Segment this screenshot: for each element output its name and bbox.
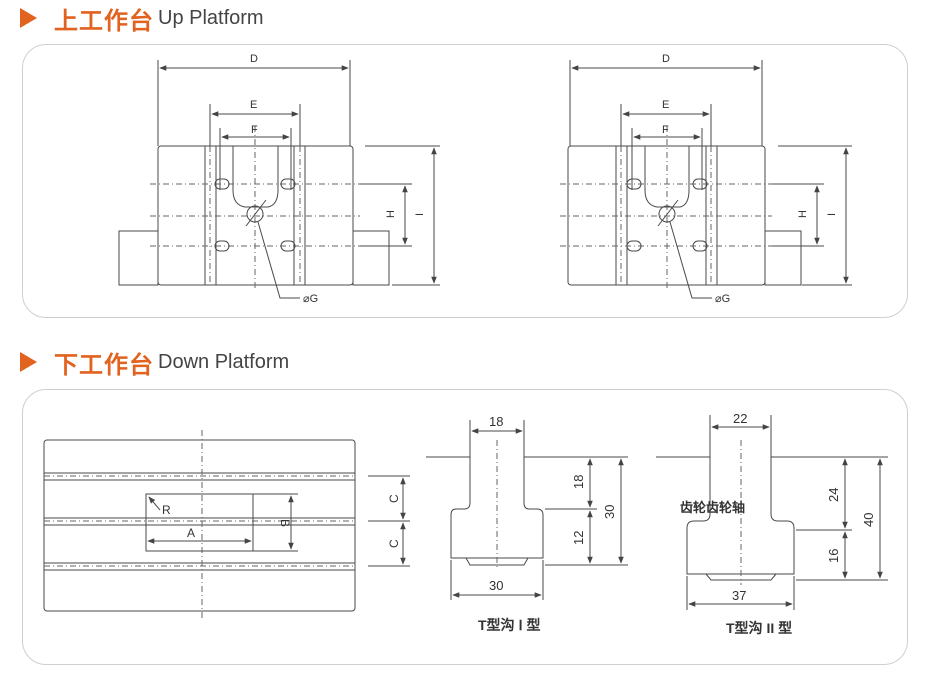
center-window: [145, 493, 254, 552]
dim-label-G: ⌀G: [715, 293, 730, 305]
slot-caption-1: T型沟 Ⅰ 型: [478, 617, 540, 633]
triangle-right-icon: [20, 352, 37, 372]
triangle-right-icon: [20, 8, 37, 28]
dim-bottom-width: 37: [732, 588, 746, 603]
dim-label-E: E: [662, 99, 669, 111]
dim-lower-depth: 16: [826, 549, 841, 563]
slot-caption-2: T型沟 II 型: [726, 620, 792, 636]
dim-label-B: B: [278, 519, 292, 527]
down-platform-diagram: [43, 430, 410, 620]
dim-label-F: F: [662, 124, 669, 136]
dim-label-D: D: [662, 53, 670, 65]
up-platform-panel: [22, 44, 908, 318]
section-title-zh: 下工作台: [54, 350, 154, 379]
slot-note: 齿轮齿轮轴: [680, 500, 745, 515]
down-platform-panel: [22, 389, 908, 665]
dim-label-C: C: [387, 539, 401, 548]
dim-label-F: F: [251, 124, 258, 136]
side-block-left: [118, 230, 159, 286]
section-title-down: 下工作台 Down Platform: [20, 345, 289, 379]
t-slot-type-2-diagram: [656, 415, 888, 610]
section-title-up: 上工作台 Up Platform: [20, 1, 264, 35]
dim-label-E: E: [250, 99, 257, 111]
dim-label-R: R: [162, 503, 171, 517]
dim-total-height: 40: [861, 513, 876, 527]
dim-label-A: A: [187, 526, 195, 540]
dim-label-C: C: [387, 494, 401, 503]
up-platform-diagram-left: [118, 60, 440, 299]
dim-label-I: I: [826, 213, 838, 216]
section-title-zh: 上工作台: [54, 6, 154, 35]
t-slot-type-1-diagram: [426, 420, 628, 600]
dim-top-width: 18: [489, 414, 503, 429]
dim-label-G: ⌀G: [303, 293, 318, 305]
dim-lower-depth: 12: [571, 531, 586, 545]
dim-bottom-width: 30: [489, 578, 503, 593]
dim-label-D: D: [250, 53, 258, 65]
up-platform-diagram-right: [560, 60, 852, 299]
dim-top-width: 22: [733, 411, 747, 426]
section-title-en: Up Platform: [158, 6, 264, 29]
dim-label-I: I: [414, 213, 426, 216]
side-block-right: [352, 230, 390, 286]
section-title-en: Down Platform: [158, 350, 290, 373]
side-block-right: [764, 230, 802, 286]
dim-total-height: 30: [602, 505, 617, 519]
dim-upper-depth: 24: [826, 488, 841, 502]
dim-upper-depth: 18: [571, 475, 586, 489]
dim-label-H: H: [797, 210, 809, 218]
dim-label-H: H: [385, 210, 397, 218]
